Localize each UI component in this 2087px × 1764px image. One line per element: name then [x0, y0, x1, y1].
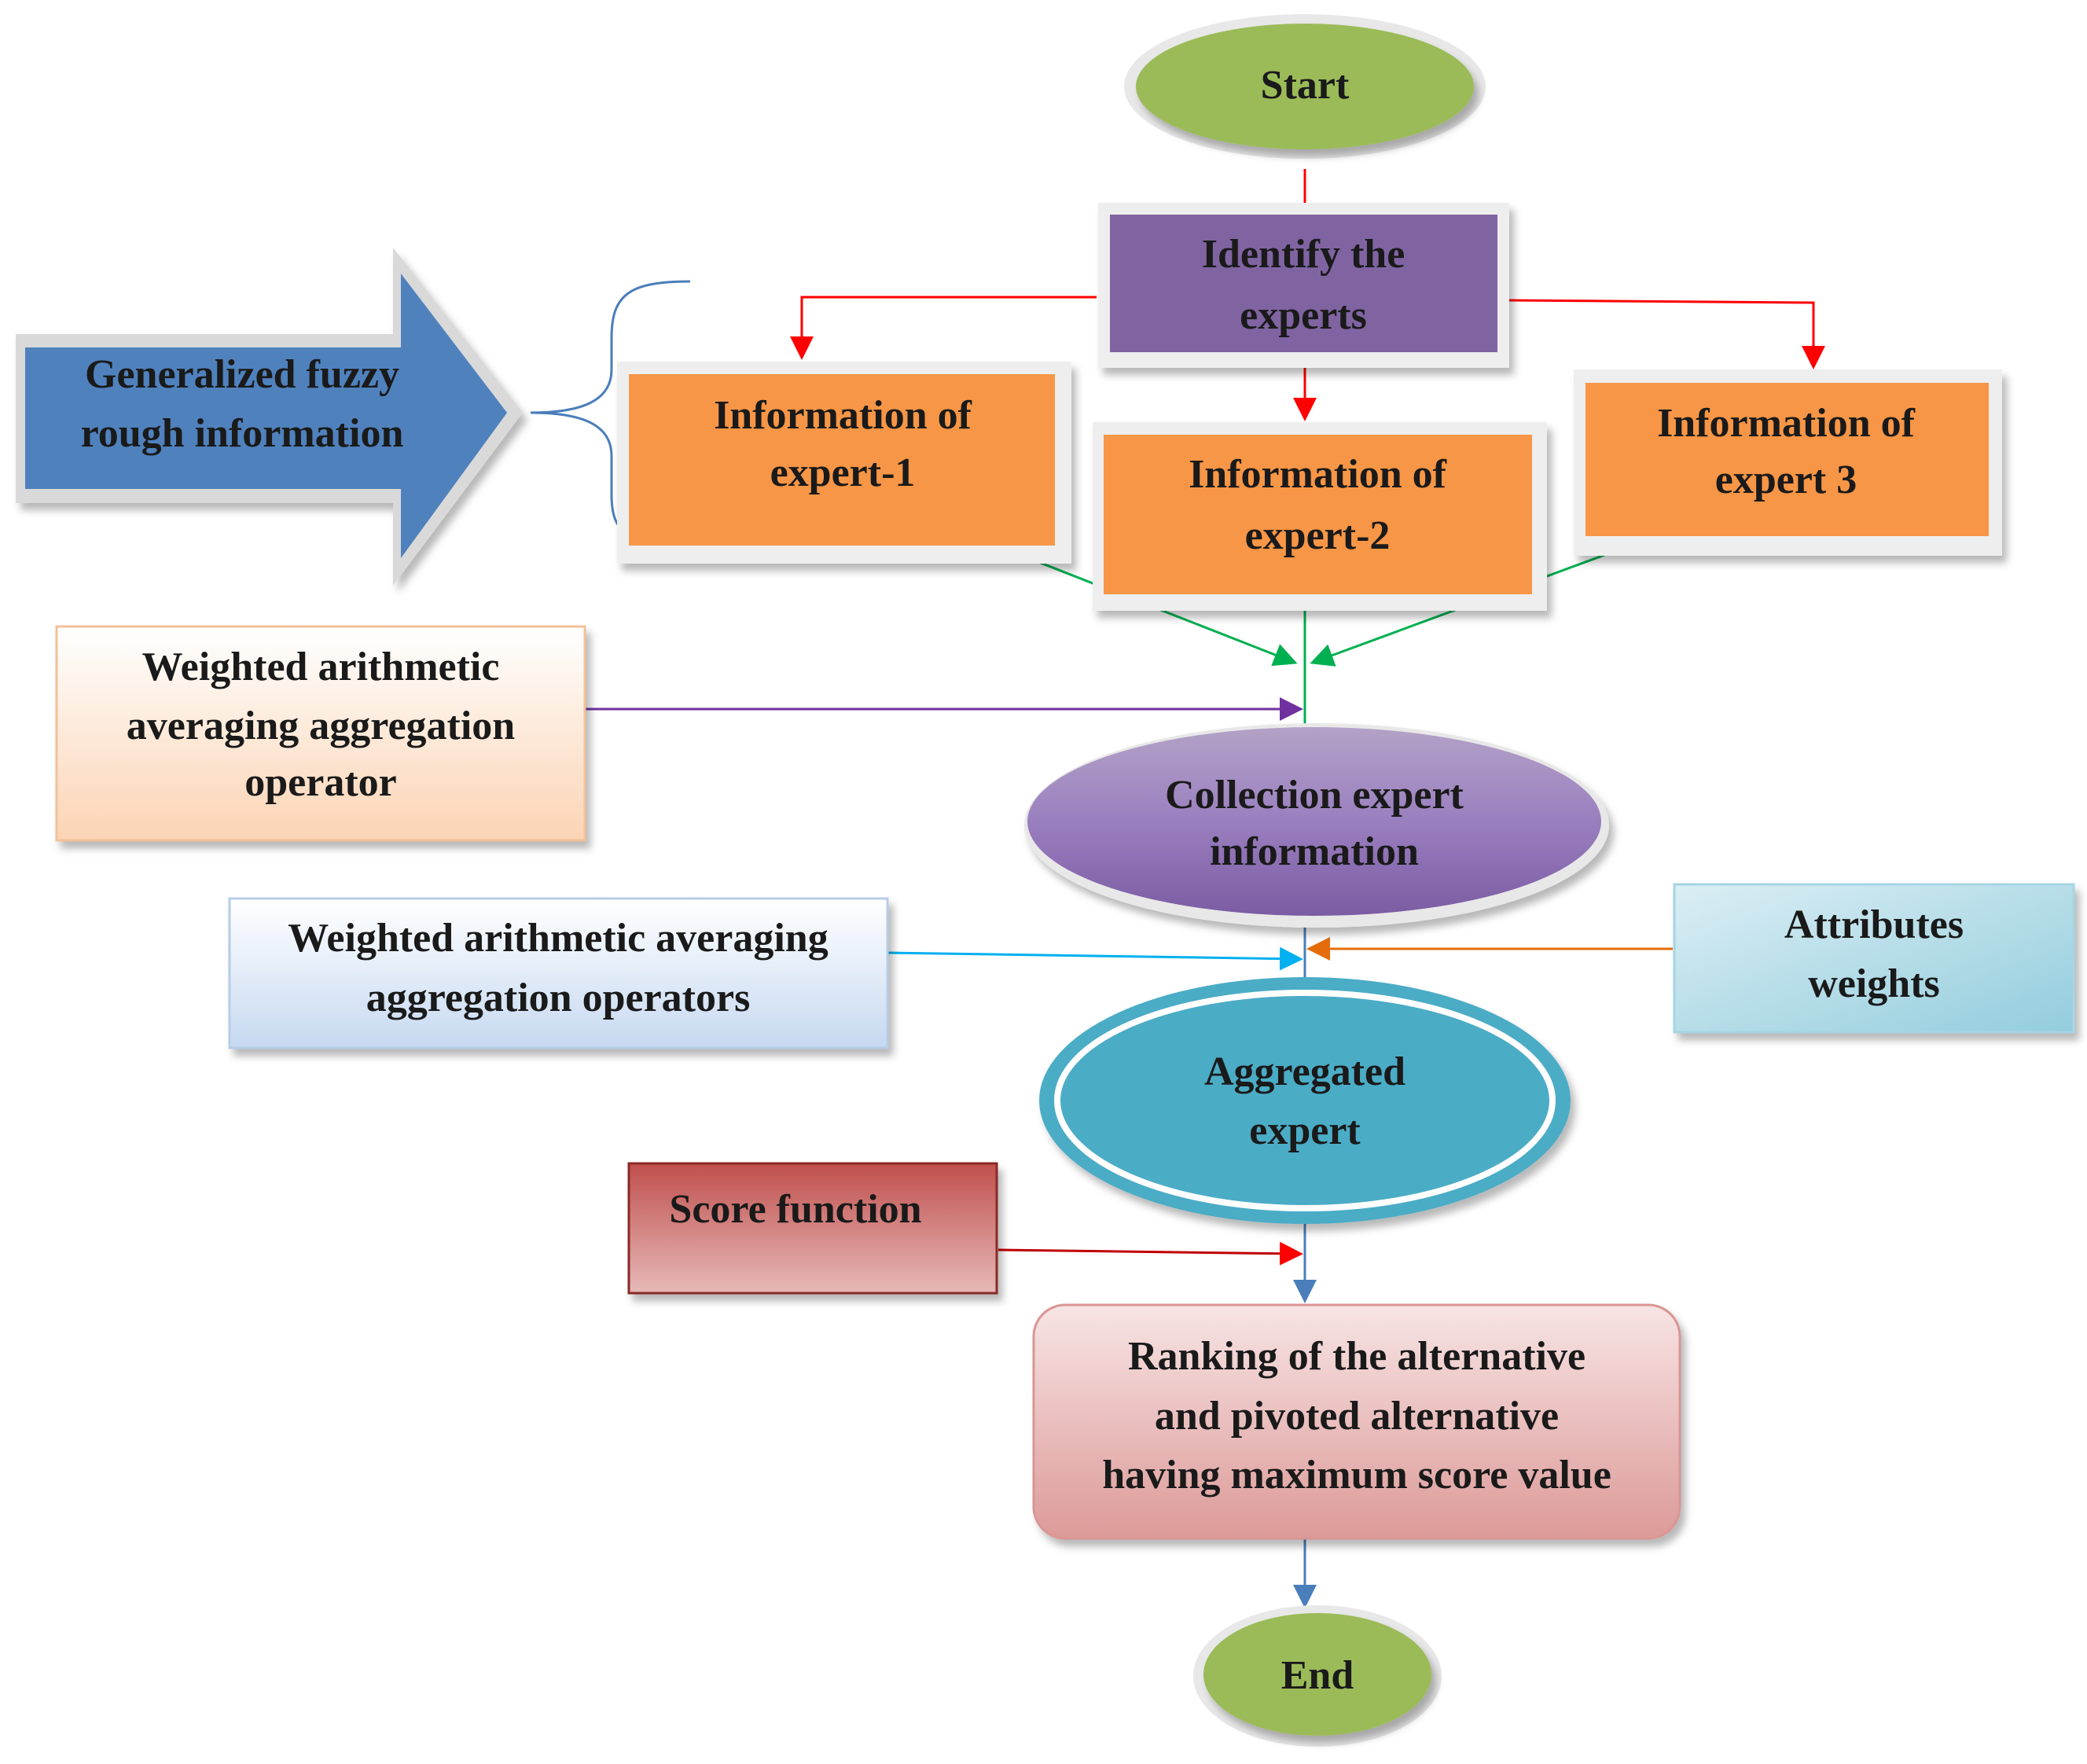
weights-label-line2: weights: [1808, 961, 1940, 1006]
waao-label-line3: operator: [244, 760, 396, 805]
fuzzy-label-line2: rough information: [81, 411, 404, 456]
waaos-label-line1: Weighted arithmetic averaging: [288, 916, 828, 961]
attributes-weights-node: Attributes weights: [1673, 883, 2075, 1034]
fuzzy-rough-arrow: Generalized fuzzy rough information: [16, 248, 523, 586]
waao-label-line2: averaging aggregation: [127, 704, 516, 748]
collection-node: Collection expert information: [1024, 723, 1609, 928]
ranking-node: Ranking of the alternative and pivoted a…: [1032, 1303, 1681, 1540]
expert2-label-line1: Information of: [1189, 452, 1447, 497]
expert1-node: Information of expert-1: [617, 362, 1071, 564]
expert1-label-line2: expert-1: [770, 450, 916, 495]
arrow-score-merge: [998, 1241, 1303, 1266]
expert3-label-line2: expert 3: [1715, 458, 1857, 502]
identify-label-line1: Identify the: [1202, 232, 1405, 277]
expert1-label-line1: Information of: [714, 393, 972, 438]
score-function-node: Score function: [627, 1162, 998, 1295]
ranking-label-line1: Ranking of the alternative: [1128, 1334, 1585, 1379]
waaos-node: Weighted arithmetic averaging aggregatio…: [228, 897, 889, 1049]
expert2-node: Information of expert-2: [1093, 422, 1547, 611]
expert2-label-line2: expert-2: [1245, 513, 1391, 558]
ranking-label-line3: having maximum score value: [1102, 1453, 1611, 1498]
arrow-waaos-merge: [887, 946, 1303, 971]
identify-experts-node: Identify the experts: [1098, 203, 1509, 368]
ranking-label-line2: and pivoted alternative: [1155, 1394, 1559, 1439]
weights-label-line1: Attributes: [1784, 902, 1964, 947]
collection-label-line2: information: [1210, 829, 1419, 874]
waao-node: Weighted arithmetic averaging aggregatio…: [55, 625, 586, 842]
fuzzy-label-line1: Generalized fuzzy: [85, 352, 399, 397]
arrow-identify-expert1: [790, 296, 1097, 360]
aggregated-expert-node: Aggregated expert: [1039, 977, 1571, 1224]
aggregated-label-line1: Aggregated: [1204, 1049, 1405, 1094]
brace-bracket: [530, 280, 691, 546]
waaos-label-line2: aggregation operators: [366, 976, 751, 1020]
identify-label-line2: experts: [1240, 293, 1367, 338]
waao-label-line1: Weighted arithmetic: [142, 645, 500, 689]
collection-label-line1: Collection expert: [1165, 773, 1464, 818]
start-node: Start: [1124, 14, 1486, 159]
end-node: End: [1193, 1605, 1442, 1747]
arrow-identify-expert3: [1508, 299, 1825, 369]
score-label: Score function: [669, 1187, 921, 1232]
start-label: Start: [1261, 63, 1350, 108]
expert3-node: Information of expert 3: [1574, 369, 2002, 556]
expert3-label-line1: Information of: [1657, 401, 1916, 446]
aggregated-label-line2: expert: [1249, 1108, 1361, 1153]
end-label: End: [1281, 1653, 1354, 1698]
